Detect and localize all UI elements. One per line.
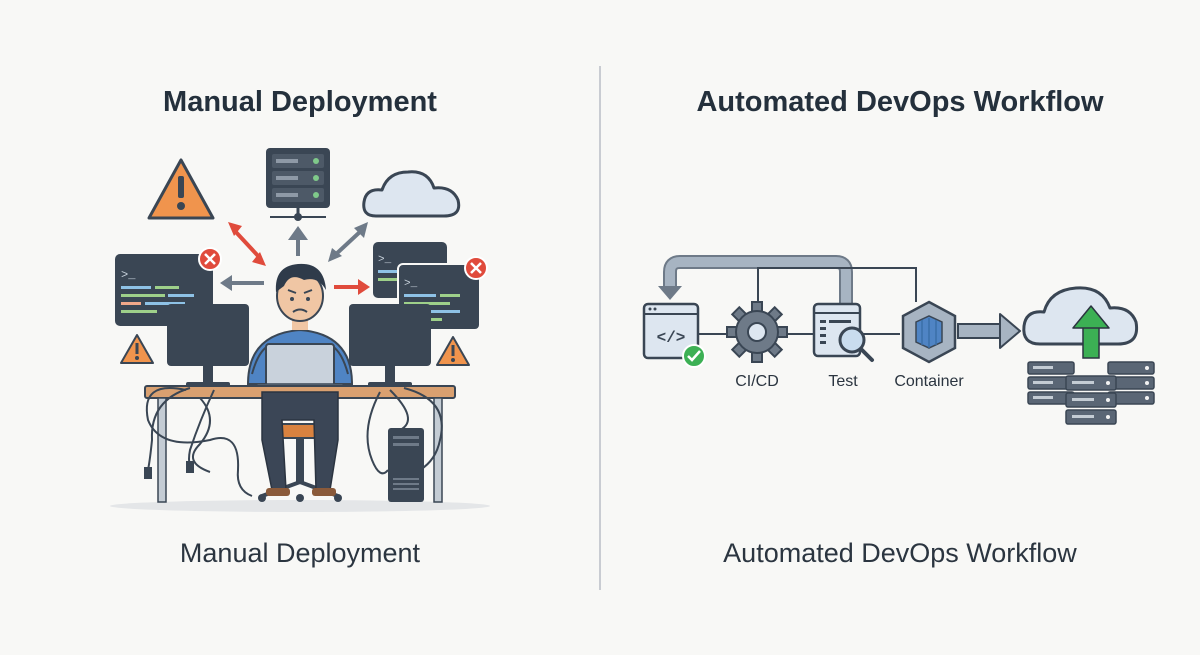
laptop-icon — [255, 343, 345, 391]
warning-icon-large — [147, 158, 215, 220]
server-left — [1027, 361, 1075, 405]
pc-tower — [388, 428, 424, 502]
arrow-red-diagonal — [228, 222, 266, 266]
manual-deployment-heading: Manual Deployment — [163, 86, 437, 118]
cloud-icon — [362, 170, 461, 218]
code-symbol: </> — [657, 329, 686, 347]
devops-workflow-diagram: </> — [642, 255, 1155, 425]
floor-shadow — [110, 500, 490, 512]
server-right — [1107, 361, 1155, 405]
pipeline-connectors — [698, 267, 917, 335]
automated-devops-heading: Automated DevOps Workflow — [696, 86, 1104, 118]
error-badge-left — [198, 247, 222, 271]
monitor-left — [167, 304, 249, 387]
panel-divider — [599, 66, 601, 590]
server-center — [1065, 375, 1117, 425]
step-label-cicd: CI/CD — [735, 373, 779, 390]
manual-deployment-caption: Manual Deployment — [179, 538, 421, 568]
terminal-prompt-left: >_ — [121, 268, 136, 282]
step-label-test: Test — [828, 373, 858, 390]
cloud-upload-icon — [1022, 286, 1139, 359]
manual-deployment-panel: Manual Deployment — [110, 86, 490, 568]
terminal-prompt-right-back: >_ — [378, 254, 392, 266]
person-legs — [261, 391, 339, 496]
server-stack-icon — [1027, 361, 1155, 425]
arrow-left-to-terminal — [220, 275, 264, 291]
automated-devops-caption: Automated DevOps Workflow — [723, 538, 1077, 568]
magnifier-icon — [838, 326, 874, 362]
deploy-arrow — [957, 313, 1021, 349]
error-badge-right — [464, 256, 488, 280]
server-rack-icon — [266, 148, 330, 221]
tangled-cables — [144, 387, 443, 497]
code-window-icon: </> — [642, 302, 700, 360]
manual-deployment-illustration: >_ >_ >_ — [110, 148, 490, 512]
arrow-red-right — [334, 279, 370, 295]
terminal-prompt-right-front: >_ — [404, 278, 418, 290]
step-label-container: Container — [894, 373, 964, 390]
warning-icon-small-left — [120, 334, 154, 364]
gear-icon — [726, 301, 788, 363]
warning-icon-small-right — [436, 336, 470, 366]
container-icon — [901, 300, 957, 364]
automated-devops-panel: Automated DevOps Workflow </> — [600, 0, 1200, 655]
monitor-right — [349, 304, 431, 387]
arrow-to-cloud — [328, 222, 368, 262]
arrow-up-to-server — [288, 226, 308, 256]
check-badge-icon — [682, 344, 706, 368]
